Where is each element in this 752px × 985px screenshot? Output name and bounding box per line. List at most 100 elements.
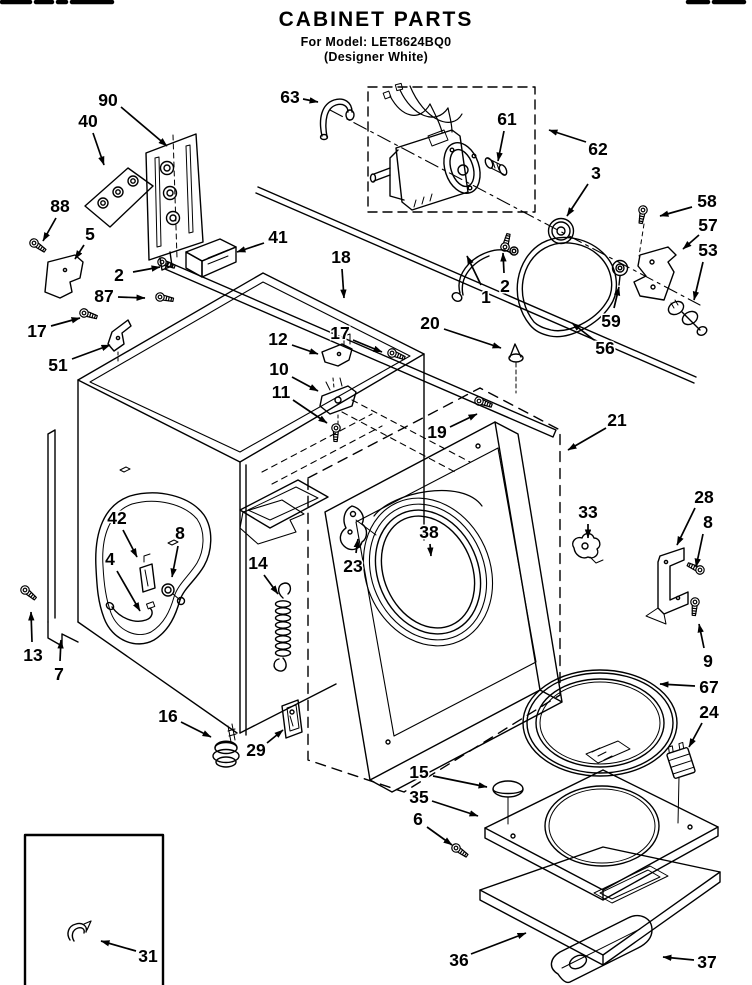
side-panel-cutout xyxy=(95,492,212,645)
screw-8b xyxy=(685,559,707,577)
callout-28: 28 xyxy=(676,486,715,546)
leveling-foot-16 xyxy=(212,723,240,768)
callout-arrow xyxy=(71,344,111,360)
console-parts-group xyxy=(27,133,237,363)
callout-arrow xyxy=(659,681,696,688)
part-number-label: 88 xyxy=(50,196,70,216)
part-number-label: 14 xyxy=(248,553,268,573)
part-number-label: 67 xyxy=(699,677,718,697)
callout-20: 20 xyxy=(419,312,502,349)
callout-58: 58 xyxy=(659,190,718,217)
part-61 xyxy=(484,157,508,176)
callout-arrow xyxy=(302,97,319,104)
cone-20 xyxy=(508,343,524,394)
callout-8: 8 xyxy=(694,511,715,568)
callout-7: 7 xyxy=(53,639,65,686)
callout-57: 57 xyxy=(682,214,719,250)
callout-8: 8 xyxy=(170,522,187,578)
base-panel-36 xyxy=(479,846,721,966)
callout-arrow xyxy=(266,729,284,744)
top-brace-18 xyxy=(164,186,697,438)
callout-29: 29 xyxy=(245,729,284,762)
sled-37 xyxy=(550,914,653,984)
part-number-label: 8 xyxy=(175,523,185,543)
part-number-label: 21 xyxy=(607,410,627,430)
door-opening-and-felt-38 xyxy=(362,489,494,647)
part-number-label: 18 xyxy=(331,247,351,267)
callout-arrow xyxy=(180,721,212,738)
base-duct-plate xyxy=(239,479,329,529)
callout-53: 53 xyxy=(692,239,719,301)
part-number-label: 8 xyxy=(703,512,713,532)
cord-clip-24 xyxy=(666,741,696,779)
part-number-label: 12 xyxy=(268,329,288,349)
part-number-label: 42 xyxy=(107,508,127,528)
callout-37: 37 xyxy=(662,951,718,974)
callout-17: 17 xyxy=(26,317,81,343)
callout-arrow xyxy=(353,538,360,554)
part-number-label: 90 xyxy=(98,90,118,110)
lint-chute xyxy=(239,499,305,545)
part-number-label: 23 xyxy=(343,556,363,576)
part-number-label: 16 xyxy=(158,706,178,726)
part-number-label: 7 xyxy=(54,664,64,684)
part-number-label: 31 xyxy=(138,946,158,966)
callout-87: 87 xyxy=(93,285,146,308)
part-number-label: 63 xyxy=(280,87,300,107)
callout-arrow xyxy=(291,344,319,355)
part-number-label: 40 xyxy=(78,111,98,131)
callout-88: 88 xyxy=(42,195,71,242)
callout-arrow xyxy=(676,507,696,546)
part-number-label: 29 xyxy=(246,740,266,760)
callout-arrow xyxy=(697,623,705,649)
callout-arrow xyxy=(688,722,703,748)
callout-56: 56 xyxy=(571,322,616,360)
callout-arrow xyxy=(567,427,607,451)
foot-pad-15 xyxy=(492,780,524,825)
screw-17a xyxy=(78,307,99,322)
part-number-label: 58 xyxy=(697,191,717,211)
callout-33: 33 xyxy=(577,501,599,539)
callout-35: 35 xyxy=(408,786,479,817)
callout-arrow xyxy=(28,611,35,643)
callout-arrow xyxy=(116,570,141,612)
part-number-label: 61 xyxy=(497,109,517,129)
belt-idler-group xyxy=(516,204,708,338)
callout-arrow xyxy=(291,376,319,392)
part-number-label: 33 xyxy=(578,502,598,522)
bottom-notch-7 xyxy=(47,621,79,647)
callout-arrow xyxy=(132,265,161,273)
callout-arrow xyxy=(431,800,479,817)
screw-13 xyxy=(18,583,39,603)
callout-16: 16 xyxy=(157,705,212,738)
part-number-label: 9 xyxy=(703,651,713,671)
part-number-label: 62 xyxy=(588,139,608,159)
callout-15: 15 xyxy=(408,761,488,789)
callout-13: 13 xyxy=(22,611,44,667)
screw-58 xyxy=(635,204,649,225)
part-number-label: 5 xyxy=(85,224,95,244)
callout-9: 9 xyxy=(697,623,715,673)
callout-arrow xyxy=(500,252,507,274)
callout-layer: 9040885241871751636162358575359561218201… xyxy=(22,86,721,974)
cabinet-shell-group xyxy=(18,272,524,768)
callout-arrow xyxy=(427,543,434,557)
part-number-label: 56 xyxy=(595,338,615,358)
hinge-bracket-28 xyxy=(645,547,689,625)
part-number-label: 19 xyxy=(427,422,447,442)
callout-arrow xyxy=(548,129,587,143)
callout-2: 2 xyxy=(113,264,161,287)
part-number-label: 1 xyxy=(481,287,491,307)
screw-6 xyxy=(449,841,471,860)
callout-arrow xyxy=(236,242,265,253)
part-number-label: 35 xyxy=(409,787,429,807)
callout-arrow xyxy=(117,294,146,301)
part-number-label: 41 xyxy=(268,227,288,247)
callout-arrow xyxy=(92,132,105,166)
callout-19: 19 xyxy=(426,413,478,444)
top-panel xyxy=(484,769,719,901)
callout-arrow xyxy=(122,529,138,558)
callout-17: 17 xyxy=(329,322,383,353)
callout-21: 21 xyxy=(567,409,628,451)
callout-36: 36 xyxy=(448,932,527,972)
